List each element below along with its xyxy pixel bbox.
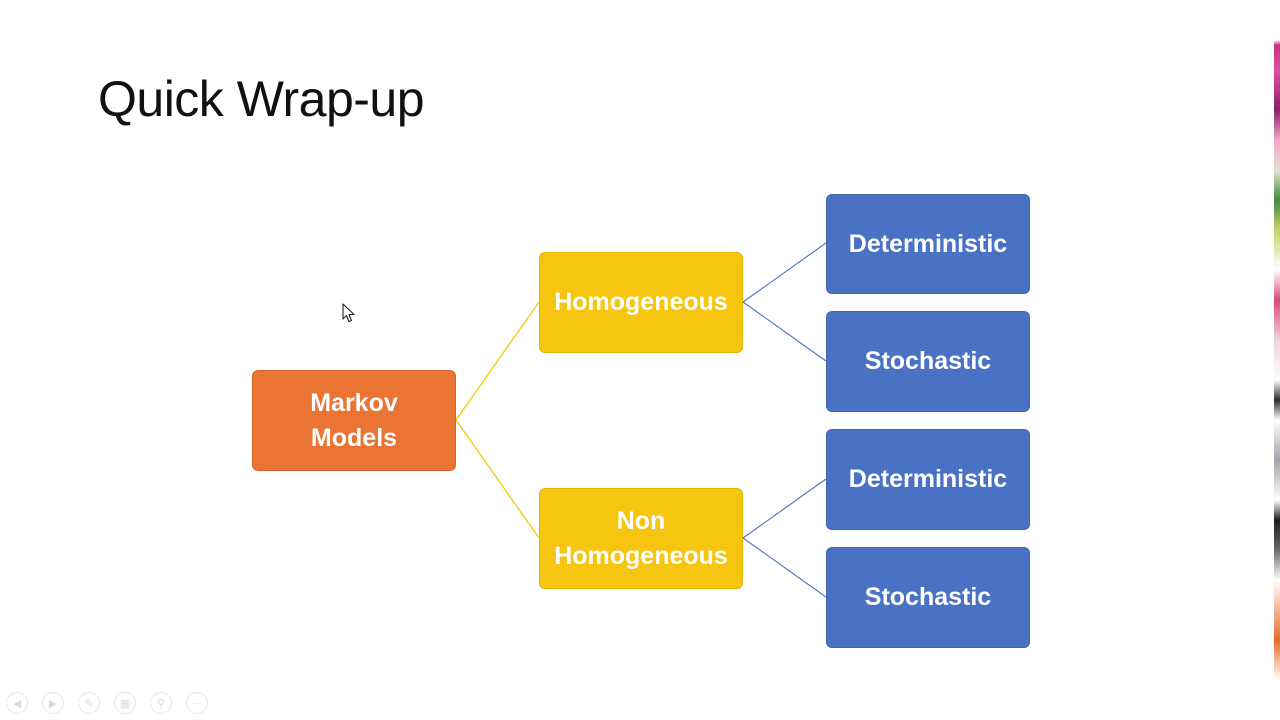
zoom-icon[interactable]: ⚲	[150, 692, 172, 714]
connector-non-homogeneous-deterministic	[742, 478, 827, 539]
node-non-homogeneous-stochastic-label: Stochastic	[864, 583, 992, 611]
next-icon[interactable]: ▶	[42, 692, 64, 714]
connector-homogeneous-deterministic	[742, 242, 827, 303]
connector-root-non-homogeneous	[455, 419, 540, 539]
mouse-pointer-icon	[342, 303, 355, 323]
adjacent-window-edge	[1274, 0, 1280, 720]
previous-icon[interactable]: ◀	[6, 692, 28, 714]
pen-icon[interactable]: ✎	[78, 692, 100, 714]
connector-root-homogeneous	[455, 301, 540, 421]
node-markov-models-line2: Models	[310, 423, 398, 452]
node-homogeneous-stochastic-label: Stochastic	[864, 347, 992, 375]
node-non-homogeneous-stochastic: Stochastic	[826, 547, 1030, 648]
slide-title: Quick Wrap-up	[98, 71, 425, 127]
node-non-homogeneous-line2: Homogeneous	[554, 541, 728, 570]
node-homogeneous: Homogeneous	[539, 252, 743, 353]
node-markov-models-line1: Markov	[310, 388, 398, 417]
node-non-homogeneous-deterministic: Deterministic	[826, 429, 1030, 530]
connector-homogeneous-stochastic	[742, 301, 827, 362]
node-non-homogeneous-line1: Non	[616, 506, 666, 535]
connector-non-homogeneous-stochastic	[742, 537, 827, 598]
node-homogeneous-label: Homogeneous	[554, 288, 728, 316]
node-non-homogeneous-deterministic-label: Deterministic	[848, 465, 1008, 493]
presenter-toolbar: ◀ ▶ ✎ ▦ ⚲ ⋯	[6, 692, 208, 714]
node-homogeneous-stochastic: Stochastic	[826, 311, 1030, 412]
node-non-homogeneous: Non Homogeneous	[539, 488, 743, 589]
node-homogeneous-deterministic-label: Deterministic	[848, 229, 1008, 258]
node-homogeneous-deterministic: Deterministic	[826, 194, 1030, 294]
node-markov-models: Markov Models	[252, 370, 456, 471]
slides-grid-icon[interactable]: ▦	[114, 692, 136, 714]
more-options-icon[interactable]: ⋯	[186, 692, 208, 714]
